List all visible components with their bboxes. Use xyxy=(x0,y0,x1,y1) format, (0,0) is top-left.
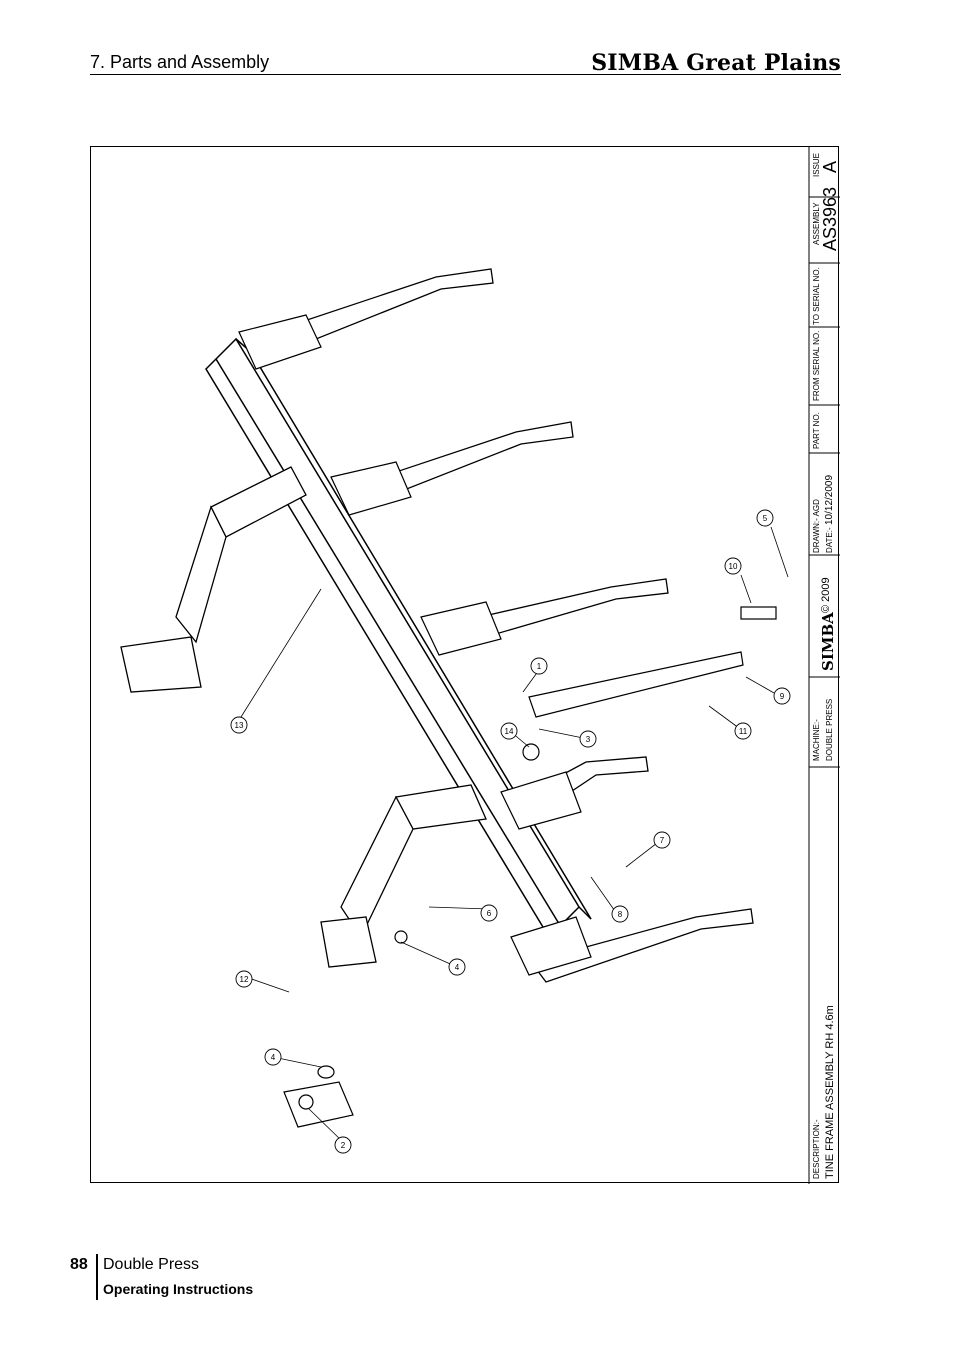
brand-logo: SIMBA Great Plains xyxy=(591,50,841,76)
svg-text:13: 13 xyxy=(235,721,244,730)
callout-11: 11 xyxy=(734,722,752,740)
svg-text:1: 1 xyxy=(537,662,542,671)
tine-arms xyxy=(254,268,754,983)
svg-text:12: 12 xyxy=(240,975,249,984)
callout-6: 6 xyxy=(480,904,498,922)
callout-13: 13 xyxy=(230,716,248,734)
issue-label: ISSUE xyxy=(812,153,821,177)
title-block-text: ISSUE A ASSEMBLY AS3963 TO SERIAL NO. FR… xyxy=(812,153,840,1179)
svg-text:2: 2 xyxy=(341,1141,346,1150)
svg-text:5: 5 xyxy=(763,514,768,523)
to-serial-label: TO SERIAL NO. xyxy=(812,267,821,325)
callout-4a: 4 xyxy=(448,958,466,976)
svg-text:3: 3 xyxy=(586,735,591,744)
footer-title: Double Press xyxy=(103,1256,200,1273)
svg-text:11: 11 xyxy=(739,727,748,736)
assembly-label: ASSEMBLY xyxy=(812,202,821,245)
brackets xyxy=(238,314,592,976)
machine-label: MACHINE:- xyxy=(812,719,821,761)
callout-4b: 4 xyxy=(264,1048,282,1066)
callout-7: 7 xyxy=(653,831,671,849)
description-value: TINE FRAME ASSEMBLY RH 4.6m xyxy=(824,1005,836,1179)
copyright: © 2009 xyxy=(820,577,832,613)
date-value: 10/12/2009 xyxy=(824,475,835,525)
callout-5: 5 xyxy=(756,509,774,527)
rear-frame xyxy=(120,466,487,968)
title-block xyxy=(808,147,840,1184)
drawing-frame: ISSUE A ASSEMBLY AS3963 TO SERIAL NO. FR… xyxy=(90,146,840,1184)
svg-text:8: 8 xyxy=(618,910,623,919)
section-title: 7. Parts and Assembly xyxy=(90,52,270,72)
part-no-label: PART NO. xyxy=(812,412,821,449)
svg-text:4: 4 xyxy=(271,1053,276,1062)
description-label: DESCRIPTION:- xyxy=(812,1119,821,1179)
page-number: 88 xyxy=(70,1256,88,1273)
simba-logo: SIMBA xyxy=(819,612,837,671)
callout-1: 1 xyxy=(530,657,548,675)
callout-14: 14 xyxy=(500,722,518,740)
callout-2: 2 xyxy=(334,1136,352,1154)
callout-3: 3 xyxy=(579,730,597,748)
date-label: DATE:- xyxy=(825,527,834,553)
drawn-label: DRAWN:- AGD xyxy=(812,499,821,553)
footer-divider xyxy=(96,1254,98,1300)
callouts: 13 1 3 14 5 10 9 11 7 8 6 4 12 4 2 xyxy=(230,509,791,1154)
svg-text:9: 9 xyxy=(780,692,785,701)
svg-text:4: 4 xyxy=(455,963,460,972)
svg-text:6: 6 xyxy=(487,909,492,918)
callout-9: 9 xyxy=(773,687,791,705)
svg-text:7: 7 xyxy=(660,836,665,845)
issue-value: A xyxy=(820,161,840,173)
callout-10: 10 xyxy=(724,557,742,575)
assembly-drawing: ISSUE A ASSEMBLY AS3963 TO SERIAL NO. FR… xyxy=(120,147,840,1184)
machine-value: DOUBLE PRESS xyxy=(825,699,834,761)
callout-8: 8 xyxy=(611,905,629,923)
from-serial-label: FROM SERIAL NO. xyxy=(812,331,821,401)
loose-parts xyxy=(283,606,777,1128)
svg-text:10: 10 xyxy=(729,562,738,571)
callout-12: 12 xyxy=(235,970,253,988)
header-rule xyxy=(90,74,841,75)
svg-text:14: 14 xyxy=(505,727,514,736)
footer-subtitle: Operating Instructions xyxy=(103,1281,254,1297)
assembly-value: AS3963 xyxy=(820,187,840,251)
